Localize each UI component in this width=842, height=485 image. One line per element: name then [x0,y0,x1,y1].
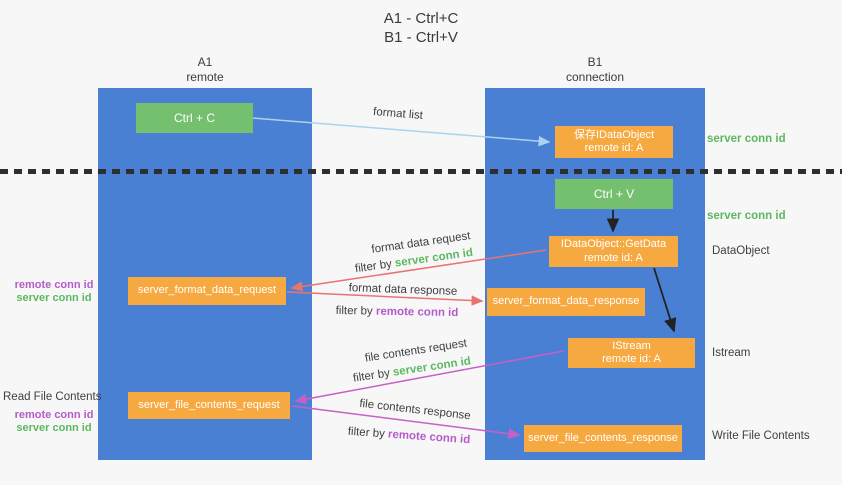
ctrl-v-label: Ctrl + V [593,187,635,201]
server-format-data-request-label: server_format_data_request [137,284,277,297]
istream-line1: IStream [612,339,651,352]
format-conn-id-block: remote conn id server conn id [8,279,100,304]
ctrl-c-label: Ctrl + C [173,111,215,125]
server-conn-id-label: server conn id [16,291,92,304]
diagram-title: A1 - Ctrl+C B1 - Ctrl+V [0,9,842,47]
column-header-a1: A1 remote [98,55,312,85]
server-format-data-response-label: server_format_data_response [492,295,640,308]
getdata-line2: remote id: A [584,251,643,264]
title-line-a1: A1 - Ctrl+C [383,10,459,27]
save-idataobject-line1: 保存IDataObject [573,128,655,141]
format-list-label: format list [372,106,424,122]
dataobject-label: DataObject [712,245,770,257]
filter-by-remote-conn-id-label-2: filter by remote conn id [347,426,470,447]
server-file-contents-request-label: server_file_contents_request [138,398,280,411]
dashed-separator-line [0,169,842,174]
ctrl-v-node: Ctrl + V [555,179,673,209]
format-data-response-label: format data response [348,282,458,298]
server-format-data-request-node: server_format_data_request [128,277,286,305]
server-conn-id-label-mid: server conn id [707,210,786,222]
write-file-contents-label: Write File Contents [712,430,810,442]
server-conn-id-label: server conn id [16,421,92,434]
filter-by-remote-conn-id-label-1: filter by remote conn id [336,305,459,319]
read-file-contents-label: Read File Contents [3,391,102,403]
column-b1-subtitle: connection [565,70,625,84]
file-conn-id-block: remote conn id server conn id [8,409,100,434]
ctrl-c-node: Ctrl + C [136,103,253,133]
title-line-b1: B1 - Ctrl+V [384,29,458,46]
remote-conn-id-label: remote conn id [14,279,94,291]
istream-node: IStream remote id: A [568,338,695,368]
remote-conn-id-label: remote conn id [14,409,94,421]
column-a1-name: A1 [197,55,213,69]
getdata-line1: IDataObject::GetData [560,238,667,250]
column-a1-subtitle: remote [186,70,224,84]
filter-prefix: filter by [347,425,389,441]
server-file-contents-response-label: server_file_contents_response [528,431,678,444]
server-conn-id-label-top: server conn id [707,133,786,145]
idataobject-getdata-node: IDataObject::GetData remote id: A [549,236,678,267]
remote-conn-id-key: remote conn id [375,305,459,320]
server-file-contents-request-node: server_file_contents_request [128,392,290,419]
filter-prefix: filter by [354,257,396,276]
save-idataobject-line2: remote id: A [584,142,644,154]
filter-prefix: filter by [352,366,394,385]
filter-prefix: filter by [335,304,377,318]
server-format-data-response-node: server_format_data_response [487,288,645,316]
server-file-contents-response-node: server_file_contents_response [524,425,682,452]
istream-label: Istream [712,347,751,359]
file-contents-response-label: file contents response [358,397,472,423]
column-b1-name: B1 [587,55,603,69]
column-header-b1: B1 connection [485,55,705,85]
remote-conn-id-key: remote conn id [387,428,471,447]
save-idataobject-node: 保存IDataObject remote id: A [555,126,673,158]
istream-line2: remote id: A [602,353,661,365]
